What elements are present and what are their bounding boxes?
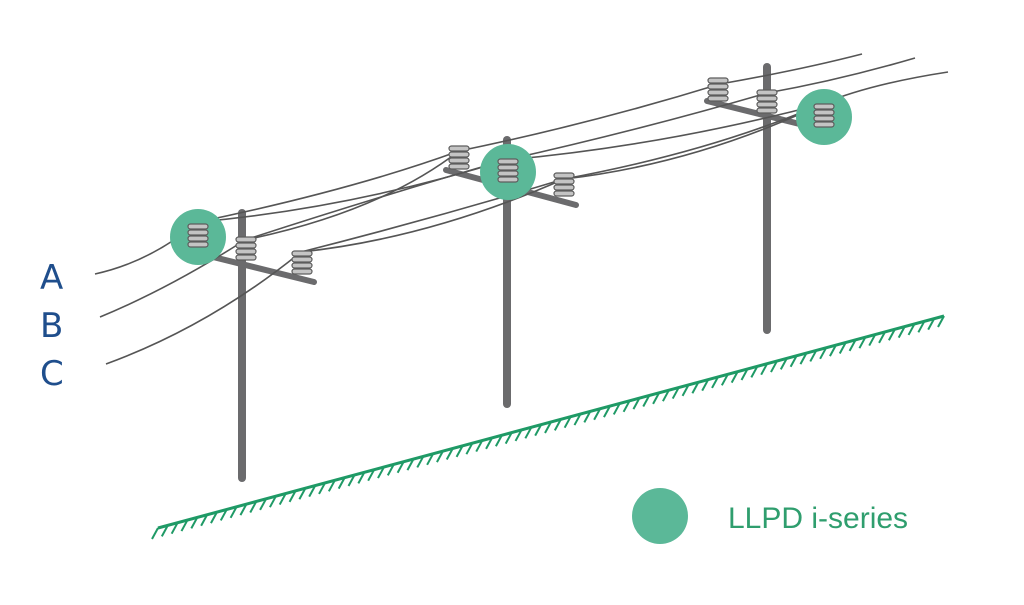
- ground-hatch-mark: [219, 508, 228, 521]
- ground-hatch-mark: [416, 455, 425, 468]
- ground-hatch-mark: [318, 482, 326, 495]
- ground-hatch-mark: [730, 371, 739, 384]
- ground-hatch-mark: [789, 355, 798, 368]
- legend-label: LLPD i-series: [728, 502, 909, 535]
- ground-hatch-mark: [897, 326, 906, 339]
- ground-hatch-mark: [190, 516, 199, 529]
- ground-hatch-mark: [514, 429, 523, 442]
- ground-hatch-mark: [485, 437, 493, 450]
- ground-hatch-mark: [436, 450, 444, 463]
- ground-hatch-mark: [573, 413, 582, 426]
- ground-hatch-mark: [298, 487, 307, 500]
- ground-hatch-mark: [278, 493, 287, 506]
- ground-hatch-mark: [878, 331, 886, 344]
- ground-hatch-mark: [426, 453, 434, 466]
- ground-hatch-mark: [259, 498, 267, 511]
- ground-hatch-mark: [838, 342, 847, 354]
- ground-hatch-mark: [475, 440, 484, 453]
- ground-hatch-mark: [642, 395, 651, 407]
- ground-hatch-mark: [927, 318, 936, 331]
- ground-hatch-mark: [239, 503, 248, 516]
- ground-hatch-mark: [887, 328, 896, 341]
- ground-hatch-mark: [406, 458, 415, 471]
- ground-hatch-mark: [445, 448, 454, 460]
- ground-hatch-mark: [396, 461, 405, 474]
- ground-hatch-mark: [829, 344, 837, 357]
- ground-hatch-mark: [357, 471, 366, 484]
- ground-hatch-mark: [868, 334, 877, 347]
- ground-hatch-mark: [848, 339, 857, 352]
- ground-hatch-mark: [553, 418, 562, 431]
- ground-hatch-mark: [632, 397, 641, 410]
- ground-hatch-mark: [269, 495, 277, 508]
- ground-hatch-mark: [524, 426, 533, 439]
- ground-hatch-mark: [662, 389, 670, 402]
- phase-label-b: B: [40, 306, 64, 346]
- ground-hatch-mark: [770, 360, 778, 373]
- ground-line: [151, 314, 945, 540]
- phase-label-a: A: [40, 258, 64, 298]
- ground-hatch-mark: [612, 402, 621, 415]
- ground-hatch-mark: [544, 421, 552, 434]
- ground-hatch-mark: [750, 365, 759, 378]
- ground-hatch-mark: [652, 392, 660, 405]
- ground-hatch-mark: [288, 490, 297, 503]
- wire-phase-c: [105, 103, 823, 365]
- ground-hatch-mark: [760, 363, 769, 376]
- ground-hatch-mark: [711, 376, 719, 389]
- ground-hatch-mark: [337, 477, 346, 490]
- ground-hatch-mark: [347, 474, 356, 487]
- ground-hatch-mark: [367, 469, 376, 482]
- ground-hatch-mark: [819, 347, 827, 360]
- ground-hatch-mark: [455, 445, 464, 458]
- ground-hatch-mark: [229, 506, 238, 519]
- ground-hatch-mark: [593, 408, 602, 421]
- ground-hatch-mark: [465, 442, 474, 455]
- ground-hatch-mark: [308, 485, 317, 498]
- ground-hatch-mark: [671, 387, 680, 400]
- ground-hatch-mark: [720, 373, 729, 386]
- ground-hatch-mark: [603, 405, 611, 418]
- ground-hatch-mark: [377, 466, 385, 479]
- ground-hatch-mark: [180, 519, 189, 532]
- ground-hatch-mark: [681, 384, 690, 397]
- ground-hatch-mark: [691, 381, 700, 394]
- legend-marker: [632, 488, 688, 544]
- ground-hatch-mark: [701, 379, 710, 392]
- ground-hatch-mark: [907, 323, 916, 336]
- ground-hatch-mark: [151, 527, 159, 540]
- ground-hatch-mark: [386, 463, 395, 476]
- ground-hatch-mark: [160, 524, 169, 537]
- ground-hatch-mark: [583, 410, 592, 423]
- ground-hatch-mark: [210, 511, 218, 524]
- ground-hatch-mark: [170, 522, 179, 535]
- ground-hatch-mark: [327, 479, 336, 492]
- ground-hatch-mark: [563, 416, 572, 429]
- ground-hatch-mark: [809, 349, 818, 362]
- phase-label-c: C: [40, 354, 64, 394]
- ground-hatch-mark: [779, 357, 788, 370]
- ground-hatch-mark: [249, 501, 258, 513]
- ground-hatch-mark: [622, 400, 631, 413]
- ground-hatch-mark: [917, 320, 926, 333]
- ground-hatch-mark: [504, 432, 513, 445]
- ground-hatch-mark: [200, 514, 209, 527]
- ground-hatch-mark: [799, 352, 808, 365]
- ground-hatch-mark: [858, 336, 867, 349]
- ground-hatch-mark: [494, 434, 503, 447]
- ground-hatch-mark: [740, 368, 749, 381]
- ground-hatch-mark: [534, 424, 543, 437]
- ground-hatch-mark: [937, 315, 945, 328]
